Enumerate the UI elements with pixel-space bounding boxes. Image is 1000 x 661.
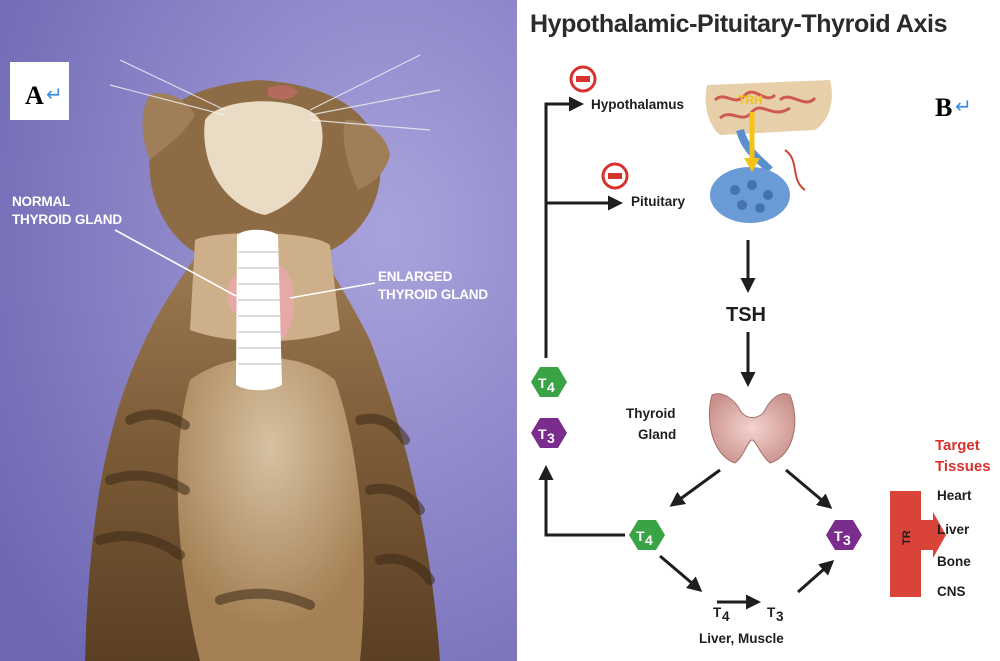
cat-illustration: NORMAL THYROID GLAND ENLARGED THYROID GL… xyxy=(0,0,517,661)
trh-arrowhead xyxy=(744,158,760,172)
diagram-title: Hypothalamic-Pituitary-Thyroid Axis xyxy=(530,10,947,38)
panel-b-hpt-diagram: Hypothalamic-Pituitary-Thyroid Axis B ↵ … xyxy=(517,0,1000,661)
enlarged-gland-pointer-line xyxy=(289,282,376,299)
receptor-bar: TR xyxy=(890,491,946,597)
hypothalamus-label: Hypothalamus xyxy=(591,97,684,112)
label-normal-line2: THYROID GLAND xyxy=(12,212,122,227)
conversion-t4-sub: 4 xyxy=(722,609,730,624)
label-enlarged-line2: THYROID GLAND xyxy=(378,287,488,302)
thyroid-to-t3-arrow xyxy=(785,468,833,509)
target-bone: Bone xyxy=(937,554,971,569)
cat-nose xyxy=(268,85,298,100)
pituitary-shape xyxy=(710,167,790,223)
cat-ear-right xyxy=(343,119,390,190)
target-liver: Liver xyxy=(937,522,970,537)
thyroid-to-t4-arrow xyxy=(669,468,721,507)
t4-to-feedback-arrow xyxy=(538,465,625,537)
inhibit-icon-hypothalamus xyxy=(569,65,597,93)
thyroid-label-line1: Thyroid xyxy=(626,406,676,421)
target-title-line1: Target xyxy=(935,437,980,454)
normal-gland-pointer-line xyxy=(114,229,237,297)
tsh-label: TSH xyxy=(726,304,766,326)
panel-a-return-glyph: ↵ xyxy=(46,82,63,106)
svg-text:T: T xyxy=(538,375,547,391)
cat-stripes xyxy=(95,409,435,610)
cat-ear-left xyxy=(142,93,195,160)
inhibit-icon-pituitary xyxy=(601,162,629,190)
target-title-line2: Tissues xyxy=(935,458,991,475)
conversion-site-label: Liver, Muscle xyxy=(699,631,784,646)
svg-text:4: 4 xyxy=(645,532,653,548)
svg-text:3: 3 xyxy=(547,430,555,446)
receptor-label: TR xyxy=(901,530,913,545)
conversion-t3-sub: 3 xyxy=(776,609,784,624)
svg-text:4: 4 xyxy=(547,379,555,395)
svg-text:T: T xyxy=(538,426,547,442)
hex-t3-feedback: T 3 xyxy=(531,418,567,448)
svg-text:T: T xyxy=(834,528,843,544)
hex-t3-circulating: T 3 xyxy=(826,520,862,550)
svg-text:T: T xyxy=(636,528,645,544)
panel-b-letter: B xyxy=(935,93,952,122)
label-enlarged-line1: ENLARGED xyxy=(378,269,453,284)
target-heart: Heart xyxy=(937,488,972,503)
pituitary-label: Pituitary xyxy=(631,194,686,209)
panel-a-cat-photo: NORMAL THYROID GLAND ENLARGED THYROID GL… xyxy=(0,0,517,661)
trh-label: TRH xyxy=(738,93,763,107)
trachea-shape xyxy=(236,229,282,391)
cat-whiskers xyxy=(109,54,441,131)
conversion-to-t3-arrow xyxy=(797,560,835,594)
cat-chin xyxy=(204,101,323,215)
hpt-axis-diagram: Hypothalamic-Pituitary-Thyroid Axis B ↵ … xyxy=(530,10,991,646)
hex-t4-feedback: T 4 xyxy=(531,367,567,397)
conversion-t4: T xyxy=(713,605,722,620)
label-normal-line1: NORMAL xyxy=(12,194,70,209)
conversion-t3: T xyxy=(767,605,776,620)
panel-a-label-box xyxy=(10,62,69,120)
thyroid-label-line2: Gland xyxy=(638,427,676,442)
hypothalamus-pituitary-illustration xyxy=(705,80,832,223)
panel-a-letter: A xyxy=(25,81,44,110)
panel-b-return-glyph: ↵ xyxy=(955,94,972,118)
cat-chest xyxy=(177,357,364,661)
hex-t4-circulating: T 4 xyxy=(629,520,665,550)
thyroid-gland-illustration xyxy=(708,393,796,464)
target-cns: CNS xyxy=(937,584,966,599)
feedback-arrow-hypothalamus xyxy=(544,96,584,358)
t4-to-conversion-arrow xyxy=(659,554,703,592)
svg-text:3: 3 xyxy=(843,532,851,548)
